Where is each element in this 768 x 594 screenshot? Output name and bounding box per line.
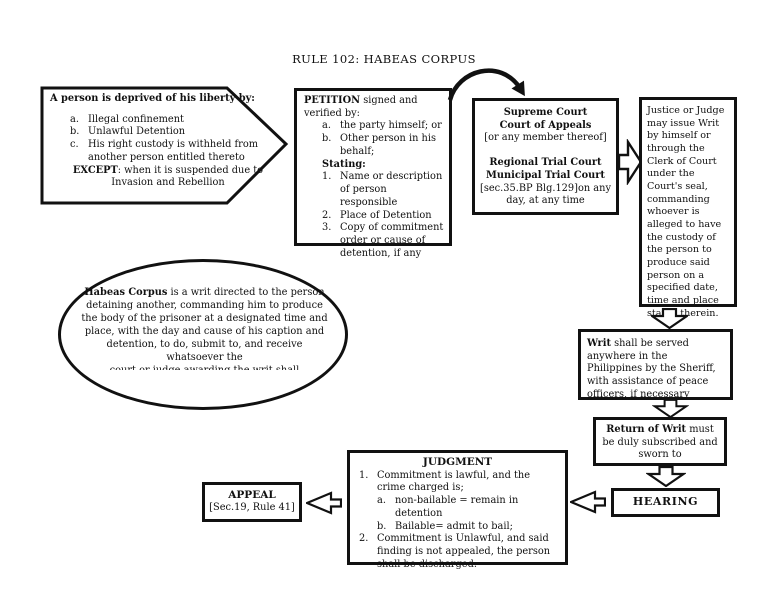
list-text: Illegal confinement	[88, 113, 184, 125]
list-marker: b.	[377, 520, 387, 532]
court-line: Regional Trial Court	[489, 157, 602, 169]
deprivation-exception: EXCEPT: when it is suspended due to Inva…	[50, 165, 286, 190]
petition-keyword: PETITION	[304, 95, 361, 106]
curved-flow-arrow-icon	[447, 68, 525, 101]
writ-issuance-text: Justice or Judge may issue Writ by himse…	[647, 105, 725, 319]
deprivation-heading: A person is deprived of his liberty by:	[50, 93, 255, 104]
court-line: Municipal Trial Court	[486, 169, 605, 181]
list-marker: 1.	[322, 171, 332, 183]
block-arrow-down-icon	[651, 308, 688, 329]
list-marker: 1.	[359, 469, 369, 481]
list-item: b. Unlawful Detention	[50, 126, 286, 139]
list-text: Commitment is lawful, and the crime char…	[377, 469, 531, 494]
list-text: Bailable= admit to bail;	[395, 520, 513, 532]
writ-service-box: Writ shall be served anywhere in the Phi…	[578, 329, 733, 400]
list-text: Other person in his behalf;	[340, 133, 437, 157]
return-keyword: Return of Writ	[606, 424, 687, 435]
hearing-label: HEARING	[632, 495, 699, 509]
hearing-box: HEARING	[611, 488, 720, 517]
writ-issuance-box: Justice or Judge may issue Writ by himse…	[639, 97, 737, 319]
list-marker: a.	[377, 495, 386, 507]
block-arrow-left-icon	[570, 490, 606, 514]
petition-box: PETITION signed and verified by: a. the …	[294, 88, 452, 259]
list-marker: a.	[322, 120, 331, 132]
list-marker: 2.	[322, 209, 332, 221]
petition-stating-list: 1. Name or description of person respons…	[322, 171, 444, 260]
list-item: 2. Place of Detention	[322, 210, 444, 223]
list-item: c. His right custody is withheld from an…	[50, 139, 286, 164]
list-text: Name or description of person responsibl…	[340, 171, 443, 208]
except-line2: Invasion and Rebellion	[111, 177, 225, 189]
court-line: [or any member thereof]	[484, 132, 607, 144]
petition-lead: PETITION signed and verified by:	[304, 95, 418, 119]
judgment-box: JUDGMENT 1. Commitment is lawful, and th…	[347, 450, 568, 570]
page-title: RULE 102: HABEAS CORPUS	[292, 52, 476, 66]
court-line: Court of Appeals	[499, 119, 592, 131]
definition-ellipse: Habeas Corpus is a writ directed to the …	[58, 259, 348, 410]
judgment-list: 1. Commitment is lawful, and the crime c…	[355, 470, 560, 572]
list-marker: a.	[70, 113, 79, 125]
list-text: Unlawful Detention	[88, 126, 186, 138]
list-text: Copy of commitment order or cause of det…	[340, 222, 444, 259]
list-item: 2. Commitment is Unlawful, and said find…	[355, 533, 560, 571]
list-marker: 3.	[322, 222, 332, 234]
judgment-title: JUDGMENT	[422, 456, 493, 468]
deprivation-content: A person is deprived of his liberty by: …	[50, 93, 286, 190]
except-keyword: EXCEPT	[72, 164, 118, 176]
definition-clipped-line: court or judge awarding the writ shall	[80, 365, 329, 370]
list-text: Place of Detention	[340, 209, 432, 221]
deprivation-list: a. Illegal confinement b. Unlawful Deten…	[50, 114, 286, 165]
list-item: a. non-bailable = remain in detention	[355, 495, 560, 520]
list-item: b. Other person in his behalf;	[322, 133, 444, 158]
list-item: b. Bailable= admit to bail;	[355, 521, 560, 534]
list-item: a. Illegal confinement	[50, 114, 286, 127]
definition-text: Habeas Corpus is a writ directed to the …	[80, 287, 329, 370]
list-item: a. the party himself; or	[322, 120, 444, 133]
court-line: [sec.35.BP Blg.129]on any day, at any ti…	[480, 182, 611, 207]
list-marker: b.	[70, 126, 80, 138]
list-item: 3. Copy of commitment order or cause of …	[322, 222, 444, 260]
pentagon-shape-icon	[40, 86, 289, 205]
appeal-title: APPEAL	[228, 488, 276, 501]
deprivation-pentagon: A person is deprived of his liberty by: …	[40, 86, 290, 206]
list-text: the party himself; or	[340, 120, 442, 132]
petition-stating-label: Stating:	[322, 158, 366, 170]
list-item: 1. Commitment is lawful, and the crime c…	[355, 470, 560, 495]
list-text: His right custody is withheld from anoth…	[88, 139, 259, 163]
return-of-writ-box: Return of Writ must be duly subscribed a…	[593, 417, 727, 466]
block-arrow-left-icon	[306, 491, 342, 515]
definition-term: Habeas Corpus	[84, 287, 168, 298]
list-item: 1. Name or description of person respons…	[322, 171, 444, 209]
petition-by-list: a. the party himself; or b. Other person…	[322, 120, 444, 158]
list-text: Commitment is Unlawful, and said finding…	[377, 533, 551, 570]
appeal-citation: [Sec.19, Rule 41]	[209, 502, 295, 514]
appeal-box: APPEAL [Sec.19, Rule 41]	[202, 482, 302, 522]
block-arrow-down-icon	[652, 399, 689, 418]
court-line: Supreme Court	[503, 107, 588, 118]
list-marker: 2.	[359, 533, 369, 545]
writ-keyword: Writ	[587, 338, 611, 349]
block-arrow-down-icon	[646, 466, 686, 487]
block-arrow-right-icon	[618, 139, 643, 185]
list-marker: b.	[322, 133, 332, 145]
list-marker: c.	[70, 139, 79, 151]
list-text: non-bailable = remain in detention	[395, 495, 519, 519]
